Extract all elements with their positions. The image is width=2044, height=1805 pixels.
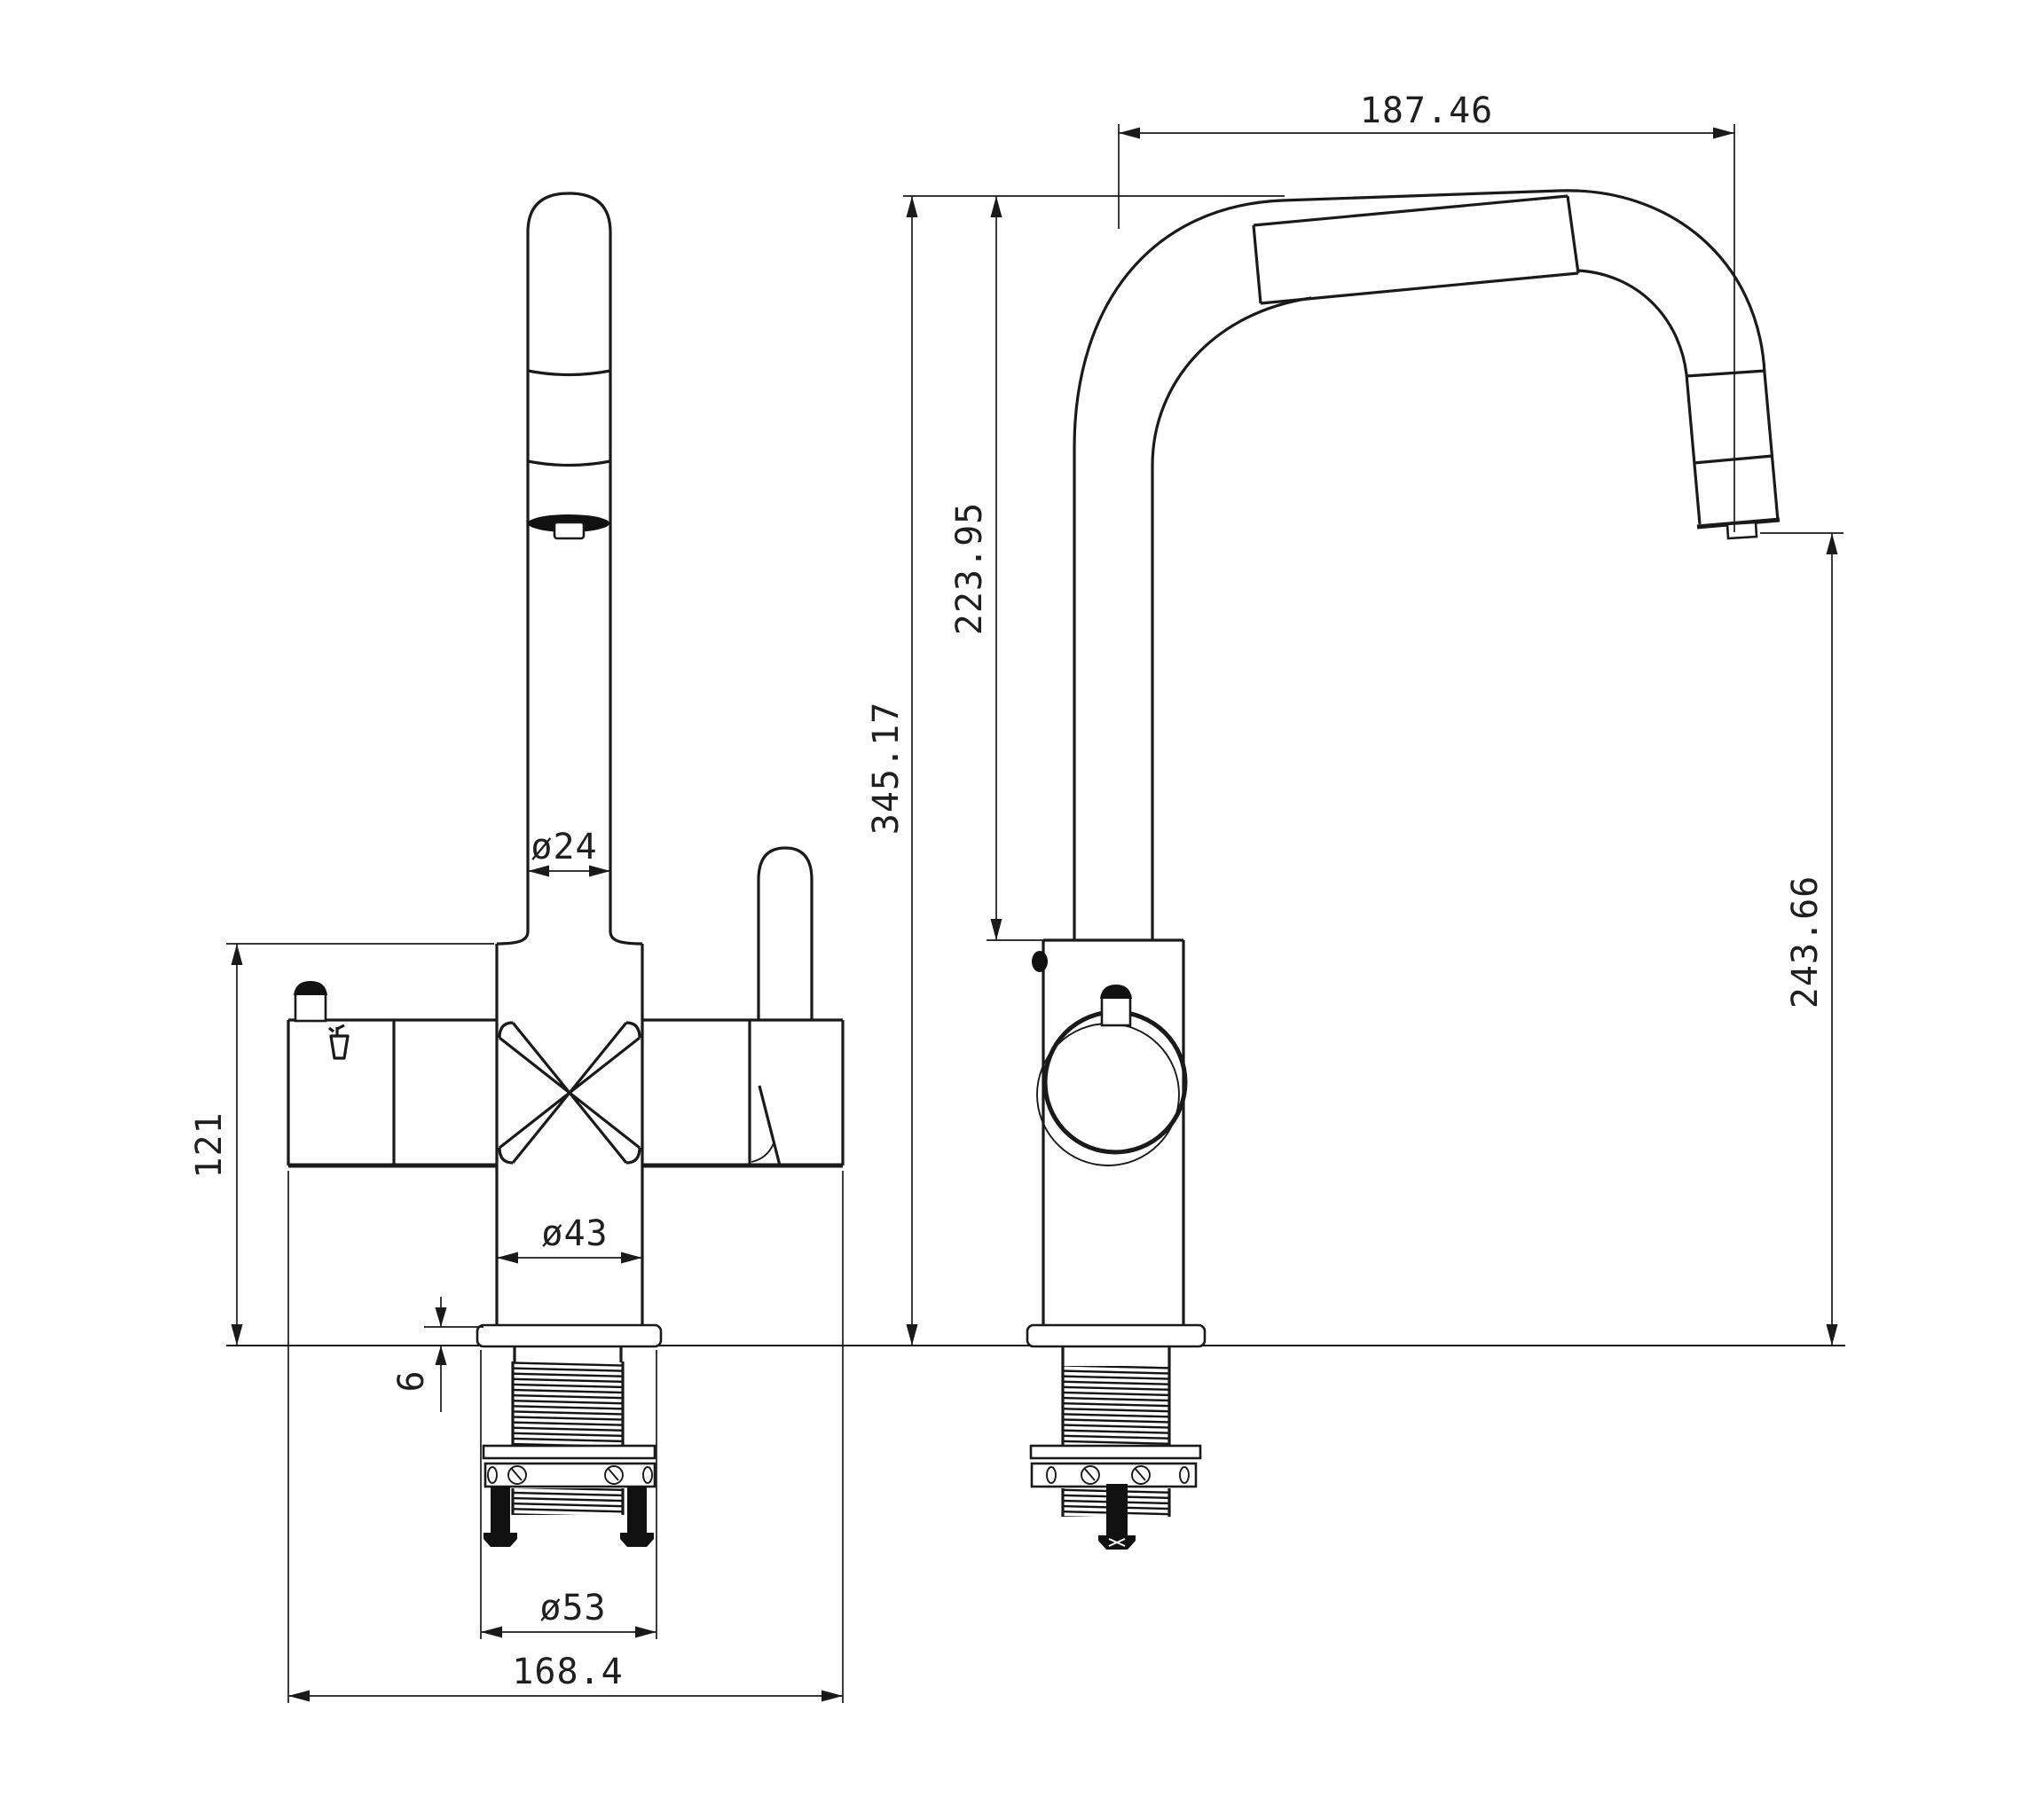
dim-spout-diameter: ø24 xyxy=(528,827,610,877)
dim-label-outlet-clearance: 243.66 xyxy=(1785,875,1826,1009)
dim-base-diameter: ø53 xyxy=(480,1350,657,1639)
front-washer xyxy=(482,1444,656,1460)
dim-overall-height: 345.17 xyxy=(866,195,1285,1346)
dim-outlet-clearance: 243.66 xyxy=(1760,532,1844,1346)
front-spout-tube xyxy=(526,192,612,931)
front-base-mounting xyxy=(476,1323,663,1547)
dim-deck-thickness: 6 xyxy=(373,1297,483,1412)
dim-label-spout-reach: 187.46 xyxy=(1360,90,1494,131)
front-base-flange xyxy=(476,1323,663,1348)
dim-label-body-height: 121 xyxy=(189,1111,230,1178)
side-spout xyxy=(1073,189,1781,940)
side-base-flange xyxy=(1026,1323,1207,1348)
side-washer xyxy=(1029,1444,1202,1460)
dim-label-overall-height: 345.17 xyxy=(866,702,907,836)
front-cross-body xyxy=(287,846,845,1325)
dim-spout-top-height: 223.95 xyxy=(949,196,1047,941)
dim-body-diameter: ø43 xyxy=(497,1213,642,1264)
dim-label-spout-diameter: ø24 xyxy=(531,827,597,867)
aerator-nozzle-tab xyxy=(553,521,586,540)
dim-label-body-diameter: ø43 xyxy=(541,1213,608,1254)
side-body xyxy=(1032,938,1188,1325)
side-handle-dial xyxy=(1036,985,1188,1166)
side-view xyxy=(1026,189,1781,1550)
front-fixing-screws xyxy=(483,1487,654,1547)
dim-body-height: 121 xyxy=(189,943,494,1346)
front-view xyxy=(287,192,845,1547)
front-mounting-bracket xyxy=(483,1462,656,1488)
x-facet-pattern xyxy=(498,1021,641,1165)
front-thread-shank xyxy=(513,1362,623,1448)
side-button xyxy=(1032,951,1048,972)
side-fixing-bolt xyxy=(1098,1484,1136,1550)
dim-label-overall-width: 168.4 xyxy=(512,1652,623,1692)
dim-label-base-diameter: ø53 xyxy=(539,1588,606,1628)
dim-spout-reach: 187.46 xyxy=(1118,90,1735,532)
spray-outlet-tip xyxy=(1726,521,1758,540)
front-lever-handle xyxy=(748,846,814,1166)
side-base-mounting xyxy=(1026,1323,1207,1550)
side-thread-shank xyxy=(1063,1366,1169,1448)
side-mounting-bracket xyxy=(1030,1462,1198,1488)
boiler-button xyxy=(294,981,327,1023)
dim-label-spout-top-height: 223.95 xyxy=(949,502,990,636)
hot-water-icon xyxy=(328,1024,350,1060)
dim-overall-width: 168.4 xyxy=(287,1171,844,1703)
pull-out-head xyxy=(1252,194,1580,305)
dim-label-deck-thickness: 6 xyxy=(391,1369,432,1392)
